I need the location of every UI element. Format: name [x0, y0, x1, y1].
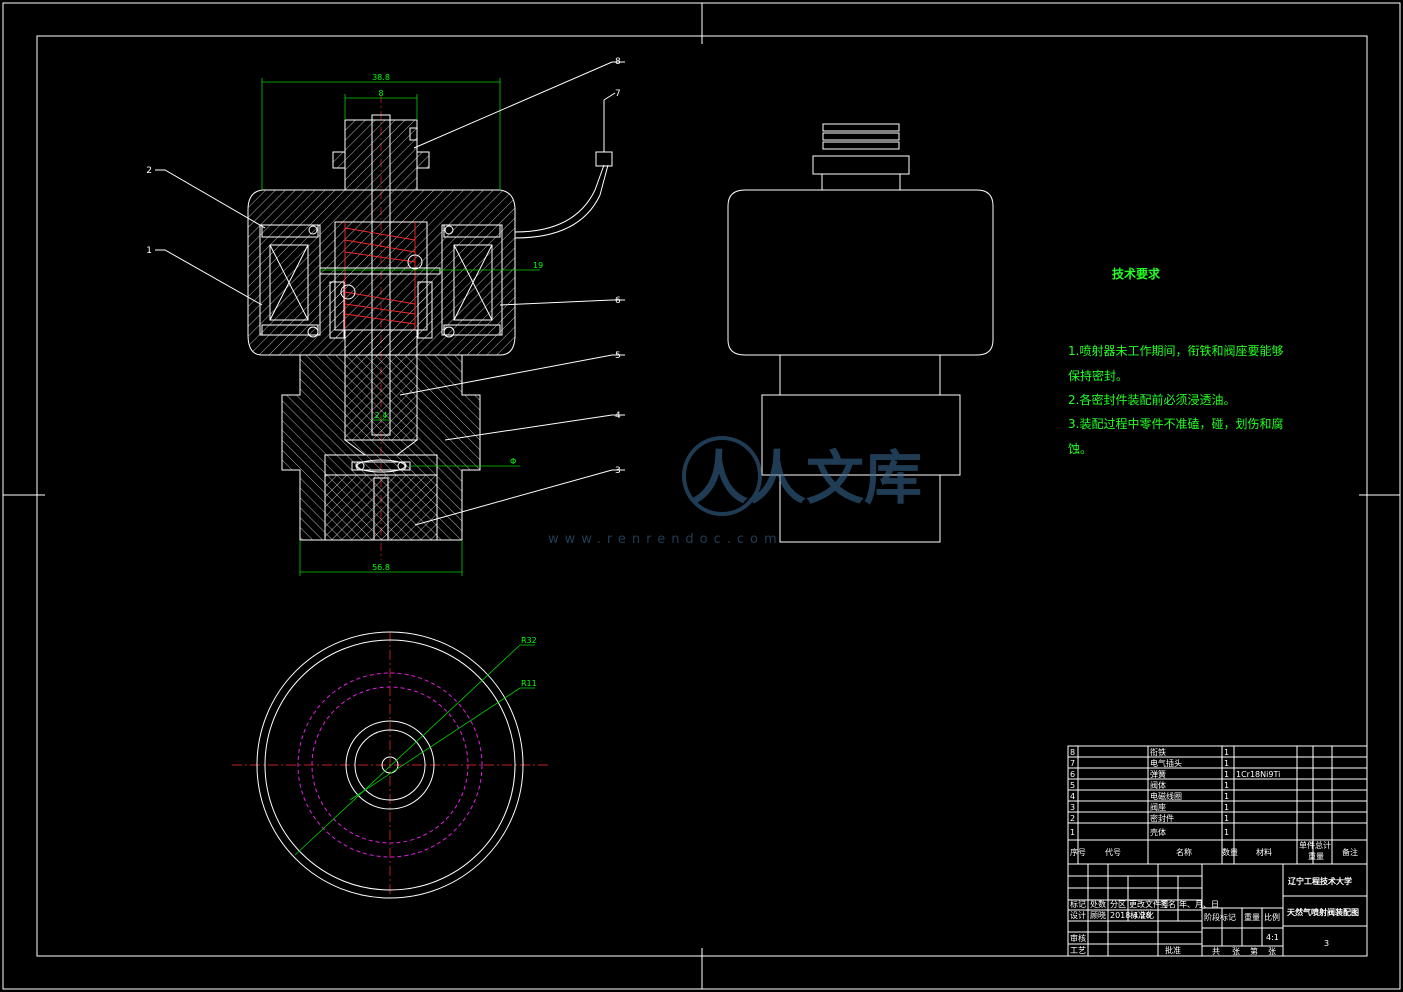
bom-header-code: 代号 — [1105, 847, 1121, 857]
bom-rows: 8 衔铁 1 7 电气插头 1 6 弹簧 1 1Cr18Ni9Ti 5 阀体 1… — [1070, 747, 1280, 837]
bom-name: 阀座 — [1150, 802, 1166, 812]
part-label-5: 5 — [615, 351, 621, 361]
weight-label: 重量 — [1244, 912, 1260, 922]
stage-mark-label: 阶段标记 — [1204, 912, 1236, 922]
design-date: 2018.4.28 — [1110, 911, 1151, 920]
bom-qty: 1 — [1224, 803, 1229, 812]
bom-no: 5 — [1070, 781, 1075, 790]
approve-label: 批准 — [1165, 945, 1181, 955]
tech-req-title: 技术要求 — [1112, 266, 1161, 281]
bom-qty: 1 — [1224, 828, 1229, 837]
bom-no: 1 — [1070, 828, 1075, 837]
dim-bore: 2.4 — [375, 411, 388, 420]
bom-header-qty: 数量 — [1222, 847, 1238, 857]
bom-material: 1Cr18Ni9Ti — [1236, 770, 1280, 779]
exterior-view — [727, 123, 994, 543]
watermark-url: www.renrendoc.com — [548, 532, 783, 547]
bom-header-single: 单件 — [1299, 840, 1315, 850]
bom-no: 7 — [1070, 759, 1075, 768]
bom-no: 3 — [1070, 803, 1075, 812]
bom-qty: 1 — [1224, 748, 1229, 757]
sheet-unit-2: 张 — [1268, 947, 1276, 956]
bom-name: 电气插头 — [1150, 758, 1182, 768]
dim-side-gap: 19 — [533, 261, 543, 270]
bom-header-remark: 备注 — [1342, 847, 1358, 857]
review-label: 审核 — [1070, 933, 1086, 943]
bom-header-name: 名称 — [1176, 847, 1192, 857]
dim-top-width: 38.8 — [372, 73, 390, 82]
bom-name: 电磁线圈 — [1150, 791, 1182, 801]
bom-header-material: 材料 — [1256, 847, 1272, 857]
drawing-title: 天然气喷射阀装配图 — [1287, 907, 1359, 917]
bom-no: 2 — [1070, 814, 1075, 823]
tech-req-line-1: 1.喷射器未工作期间，衔铁和阀座要能够 — [1068, 343, 1283, 358]
part-label-3: 3 — [615, 466, 621, 476]
bom-no: 8 — [1070, 748, 1075, 757]
sheet-total-label: 共 — [1212, 947, 1220, 956]
bom-name: 壳体 — [1150, 827, 1166, 837]
dim-radius-outer: R32 — [521, 636, 537, 645]
bom-no: 4 — [1070, 792, 1075, 801]
dim-seal: Φ — [510, 457, 516, 466]
tech-req-line-3: 2.各密封件装配前必须浸透油。 — [1068, 392, 1235, 407]
tech-req-line-5: 蚀。 — [1068, 442, 1092, 456]
sheet-unit-1: 张 — [1232, 947, 1240, 956]
bom-name: 衔铁 — [1150, 747, 1166, 757]
dim-inner-width: 8 — [378, 89, 383, 98]
part-label-1: 1 — [146, 246, 152, 256]
bom-header: 序号 代号 名称 数量 材料 单件 总计 重量 备注 — [1070, 840, 1358, 861]
dim-bottom-width: 56.8 — [372, 563, 390, 572]
bom-name: 阀体 — [1150, 780, 1166, 790]
std-label: 标准化 — [1130, 910, 1154, 920]
watermark-text: 人人文库 — [690, 444, 922, 512]
process-label: 工艺 — [1070, 946, 1086, 955]
design-label: 设计 — [1070, 910, 1086, 920]
sheet-index-label: 第 — [1250, 946, 1258, 956]
scale-value: 4:1 — [1266, 933, 1279, 942]
bom-name: 密封件 — [1150, 813, 1174, 823]
bom-qty: 1 — [1224, 759, 1229, 768]
part-label-2: 2 — [146, 166, 152, 176]
bom-qty: 1 — [1224, 814, 1229, 823]
rev-col-sign: 签名 — [1160, 899, 1176, 909]
bom-header-total: 总计 — [1315, 840, 1331, 850]
bom-qty: 1 — [1224, 770, 1229, 779]
bom-no: 6 — [1070, 770, 1075, 779]
plan-view — [232, 631, 548, 899]
rev-col-file: 更改文件号 — [1129, 899, 1169, 909]
rev-col-zone: 分区 — [1110, 900, 1126, 909]
bom-table — [1067, 745, 1368, 957]
bom-header-no: 序号 — [1070, 847, 1086, 857]
leader-lines — [155, 61, 625, 526]
rev-col-mark: 标记 — [1070, 899, 1086, 909]
school-name: 辽宁工程技术大学 — [1288, 876, 1352, 886]
rev-col-count: 处数 — [1090, 899, 1106, 909]
designer-name: 顾晓 — [1090, 910, 1106, 920]
section-view — [247, 78, 616, 576]
part-label-7: 7 — [615, 89, 621, 99]
tech-req-line-2: 保持密封。 — [1068, 368, 1128, 383]
tech-req-line-4: 3.装配过程中零件不准磕，碰，划伤和腐 — [1068, 416, 1283, 431]
sheet-number: 3 — [1324, 939, 1329, 948]
watermark: 人人文库 www.renrendoc.com — [548, 436, 922, 547]
part-label-4: 4 — [615, 411, 621, 421]
bom-qty: 1 — [1224, 781, 1229, 790]
part-label-8: 8 — [615, 57, 621, 67]
dim-radius-inner: R11 — [521, 679, 537, 688]
bom-name: 弹簧 — [1150, 769, 1166, 779]
bom-qty: 1 — [1224, 792, 1229, 801]
title-block: 辽宁工程技术大学 天然气喷射阀装配图 3 标记 处数 分区 更改文件号 签名 年… — [1070, 876, 1359, 956]
bom-header-weight: 重量 — [1308, 851, 1324, 861]
scale-label: 比例 — [1264, 912, 1280, 922]
rev-col-date: 年、月、日 — [1179, 899, 1219, 909]
part-label-6: 6 — [615, 296, 621, 306]
